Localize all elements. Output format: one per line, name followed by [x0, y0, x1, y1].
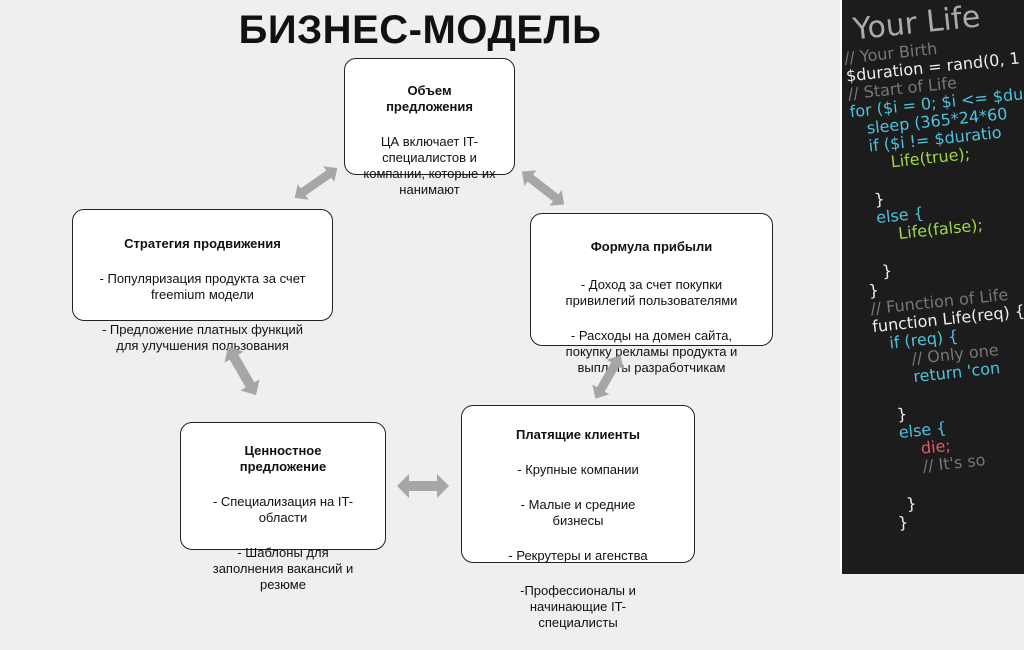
code-line: }: [867, 280, 880, 301]
code-line: }: [873, 189, 886, 210]
code-line: }: [895, 404, 909, 425]
double-arrow-icon: [521, 170, 565, 206]
box-heading: Стратегия продвижения: [124, 236, 281, 251]
box-text: - Рекрутеры и агенства: [508, 548, 648, 563]
double-arrow-icon: [397, 474, 449, 498]
slide-title: БИЗНЕС-МОДЕЛЬ: [238, 8, 602, 52]
code-image: Your Life// Your Birth $duration = rand(…: [840, 0, 1024, 574]
code-line: }: [897, 512, 910, 533]
box-text: - Специализация на IT- области: [212, 494, 354, 525]
double-arrow-icon: [224, 346, 260, 396]
box-text: - Крупные компании: [517, 462, 639, 477]
box-text: - Популяризация продукта за счет freemiu…: [99, 271, 306, 302]
box-offer-volume: Объем предложения ЦА включает IT- специа…: [344, 58, 515, 197]
double-arrow-icon: [592, 355, 624, 399]
box-text: -Профессионалы и начинающие IT- специали…: [520, 583, 636, 630]
box-profit-formula: Формула прибыли - Доход за счет покупки …: [530, 213, 773, 375]
box-text: - Расходы на домен сайта, покупку реклам…: [565, 328, 738, 375]
code-line: }: [880, 260, 893, 281]
box-text: - Доход за счет покупки привилегий польз…: [565, 277, 738, 308]
box-heading: Объем предложения: [386, 83, 473, 114]
box-heading: Платящие клиенты: [515, 427, 641, 442]
box-promotion-strategy: Стратегия продвижения - Популяризация пр…: [72, 209, 333, 353]
code-text: Your Life// Your Birth $duration = rand(…: [842, 0, 1024, 533]
box-paying-clients: Платящие клиенты - Крупные компании - Ма…: [461, 405, 695, 630]
box-heading: Формула прибыли: [590, 239, 713, 254]
double-arrow-icon: [294, 166, 338, 200]
code-line: }: [905, 493, 918, 514]
box-text: ЦА включает IT- специалистов и компании,…: [363, 134, 496, 197]
box-heading: Ценностное предложение: [239, 443, 327, 474]
box-value-proposition: Ценностное предложение - Специализация н…: [180, 422, 386, 592]
box-text: - Предложение платных функций для улучше…: [101, 322, 304, 353]
slide: БИЗНЕС-МОДЕЛЬ Объем предложения ЦА включ…: [72, 8, 773, 630]
box-text: - Шаблоны для заполнения вакансий и резю…: [212, 545, 354, 592]
box-text: - Малые и средние бизнесы: [520, 497, 636, 528]
